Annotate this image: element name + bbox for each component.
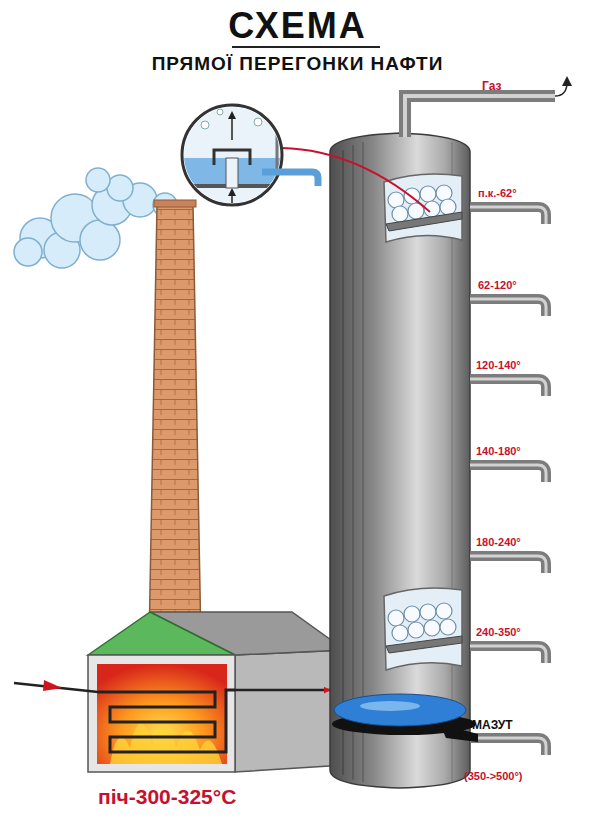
furnace: піч-300-325°С [88,655,235,772]
top-tray-cutaway-part [384,174,462,242]
tray-magnifier [180,100,430,212]
tray-magnifier-part-part [276,110,279,200]
distillation-column: МАЗУТ(350->500°) [330,140,470,785]
gas-pipe-part [405,96,555,137]
gas-pipe [405,76,572,137]
distillation-column-part [330,133,470,788]
bottom-tray-cutaway-part-part [436,603,452,619]
residue-pool-part [334,694,466,726]
gas-pipe-part [405,96,555,137]
bottom-tray-cutaway-part-part [408,622,424,638]
bottom-tray-cutaway-part-part [388,610,404,626]
distillation-column-part [353,145,354,780]
fraction-label: 140-180° [476,445,521,457]
bottom-tray-cutaway-part-part [392,625,408,641]
residue-range: (350->500°) [464,770,523,782]
side-outlet-part [470,379,546,396]
chimney-part [149,205,201,645]
gas-pipe-part [562,76,572,86]
smoke-cloud [14,168,177,268]
furnace-building-part [97,664,227,764]
feed-pipe [14,680,98,692]
chimney [149,200,201,645]
distillation-column [330,133,470,788]
residue-label: МАЗУТ [472,719,513,732]
top-tray-cutaway-part-part [440,199,456,215]
smoke-cloud-part [86,168,110,192]
feed-pipe-part [43,680,62,691]
fraction-label: 240-350° [476,626,521,638]
tray-magnifier-part [180,100,290,208]
title-underline-part [232,46,380,48]
fraction-label: п.к.-62° [478,187,517,199]
side-outlet-part [470,299,546,316]
side-outlet-part [470,207,546,224]
side-outlet-part [470,646,546,663]
top-tray-cutaway-part-part [392,206,408,222]
side-outlet-part [470,556,546,573]
furnace-building [88,612,345,772]
side-outlet-part [470,465,546,482]
side-outlet [470,207,546,755]
bottom-tray-cutaway-part [384,588,462,670]
tray-magnifier-part-part [231,116,233,140]
feed-pipe-connector [235,689,330,692]
side-outlet-part [470,207,546,224]
side-outlet-part [470,379,546,396]
fraction-label: 180-240° [476,536,521,548]
smoke-cloud-part [107,175,133,201]
tray-magnifier-part-part [226,158,238,188]
side-outlet-part [470,556,546,573]
furnace-building-part [110,723,222,764]
bottom-tray-cutaway-part [388,603,456,641]
fraction-label: 62-120° [478,279,517,291]
tray-magnifier-part-part [217,109,223,115]
bottom-tray-cutaway-part-part [420,604,436,620]
side-outlet-part [470,738,546,755]
side-outlet-part [470,738,546,755]
residue-pool-part [360,701,420,711]
top-tray-cutaway-part-part [420,186,436,202]
tray-magnifier-part-part [228,188,236,196]
tray-magnifier-part [282,148,430,212]
furnace-building-part [88,612,235,655]
top-tray-cutaway-part [386,212,462,231]
tray-magnifier-part-part [201,121,209,129]
side-outlet-part [470,646,546,663]
smoke-cloud-part [80,220,120,260]
smoke-cloud-part [14,238,42,266]
bottom-tray-cutaway-part-part [424,620,440,636]
side-outlet-part [470,299,546,316]
top-tray-cutaway [384,174,462,242]
tray-magnifier-part-part [180,188,290,208]
furnace-building-part [88,655,235,772]
furnace-building-part [235,650,345,772]
bottom-tray-cutaway-part-part [404,606,420,622]
furnace-label: піч-300-325°С [98,785,236,808]
tray-magnifier-part-part [254,118,262,126]
bottom-tray-cutaway [384,588,462,670]
chimney-part [154,200,196,207]
tray-magnifier-part [262,172,318,186]
residue-pool [332,694,478,742]
product-label: Газ [482,80,501,93]
distillation-column-part [363,142,364,782]
side-outlet-part [470,465,546,482]
tray-magnifier-part-part [228,111,236,119]
diagram-title: СХЕМА [0,6,595,46]
distillation-column-part [343,150,344,775]
bottom-tray-cutaway-part-part [440,619,456,635]
title-underline [232,47,380,48]
bottom-tray-cutaway-part [386,636,462,653]
diagram-subtitle: ПРЯМОЇ ПЕРЕГОНКИ НАФТИ [0,54,595,75]
furnace-building-part [98,690,235,752]
fraction-label: 120-140° [476,359,521,371]
tray-magnifier-part-part [214,150,250,165]
